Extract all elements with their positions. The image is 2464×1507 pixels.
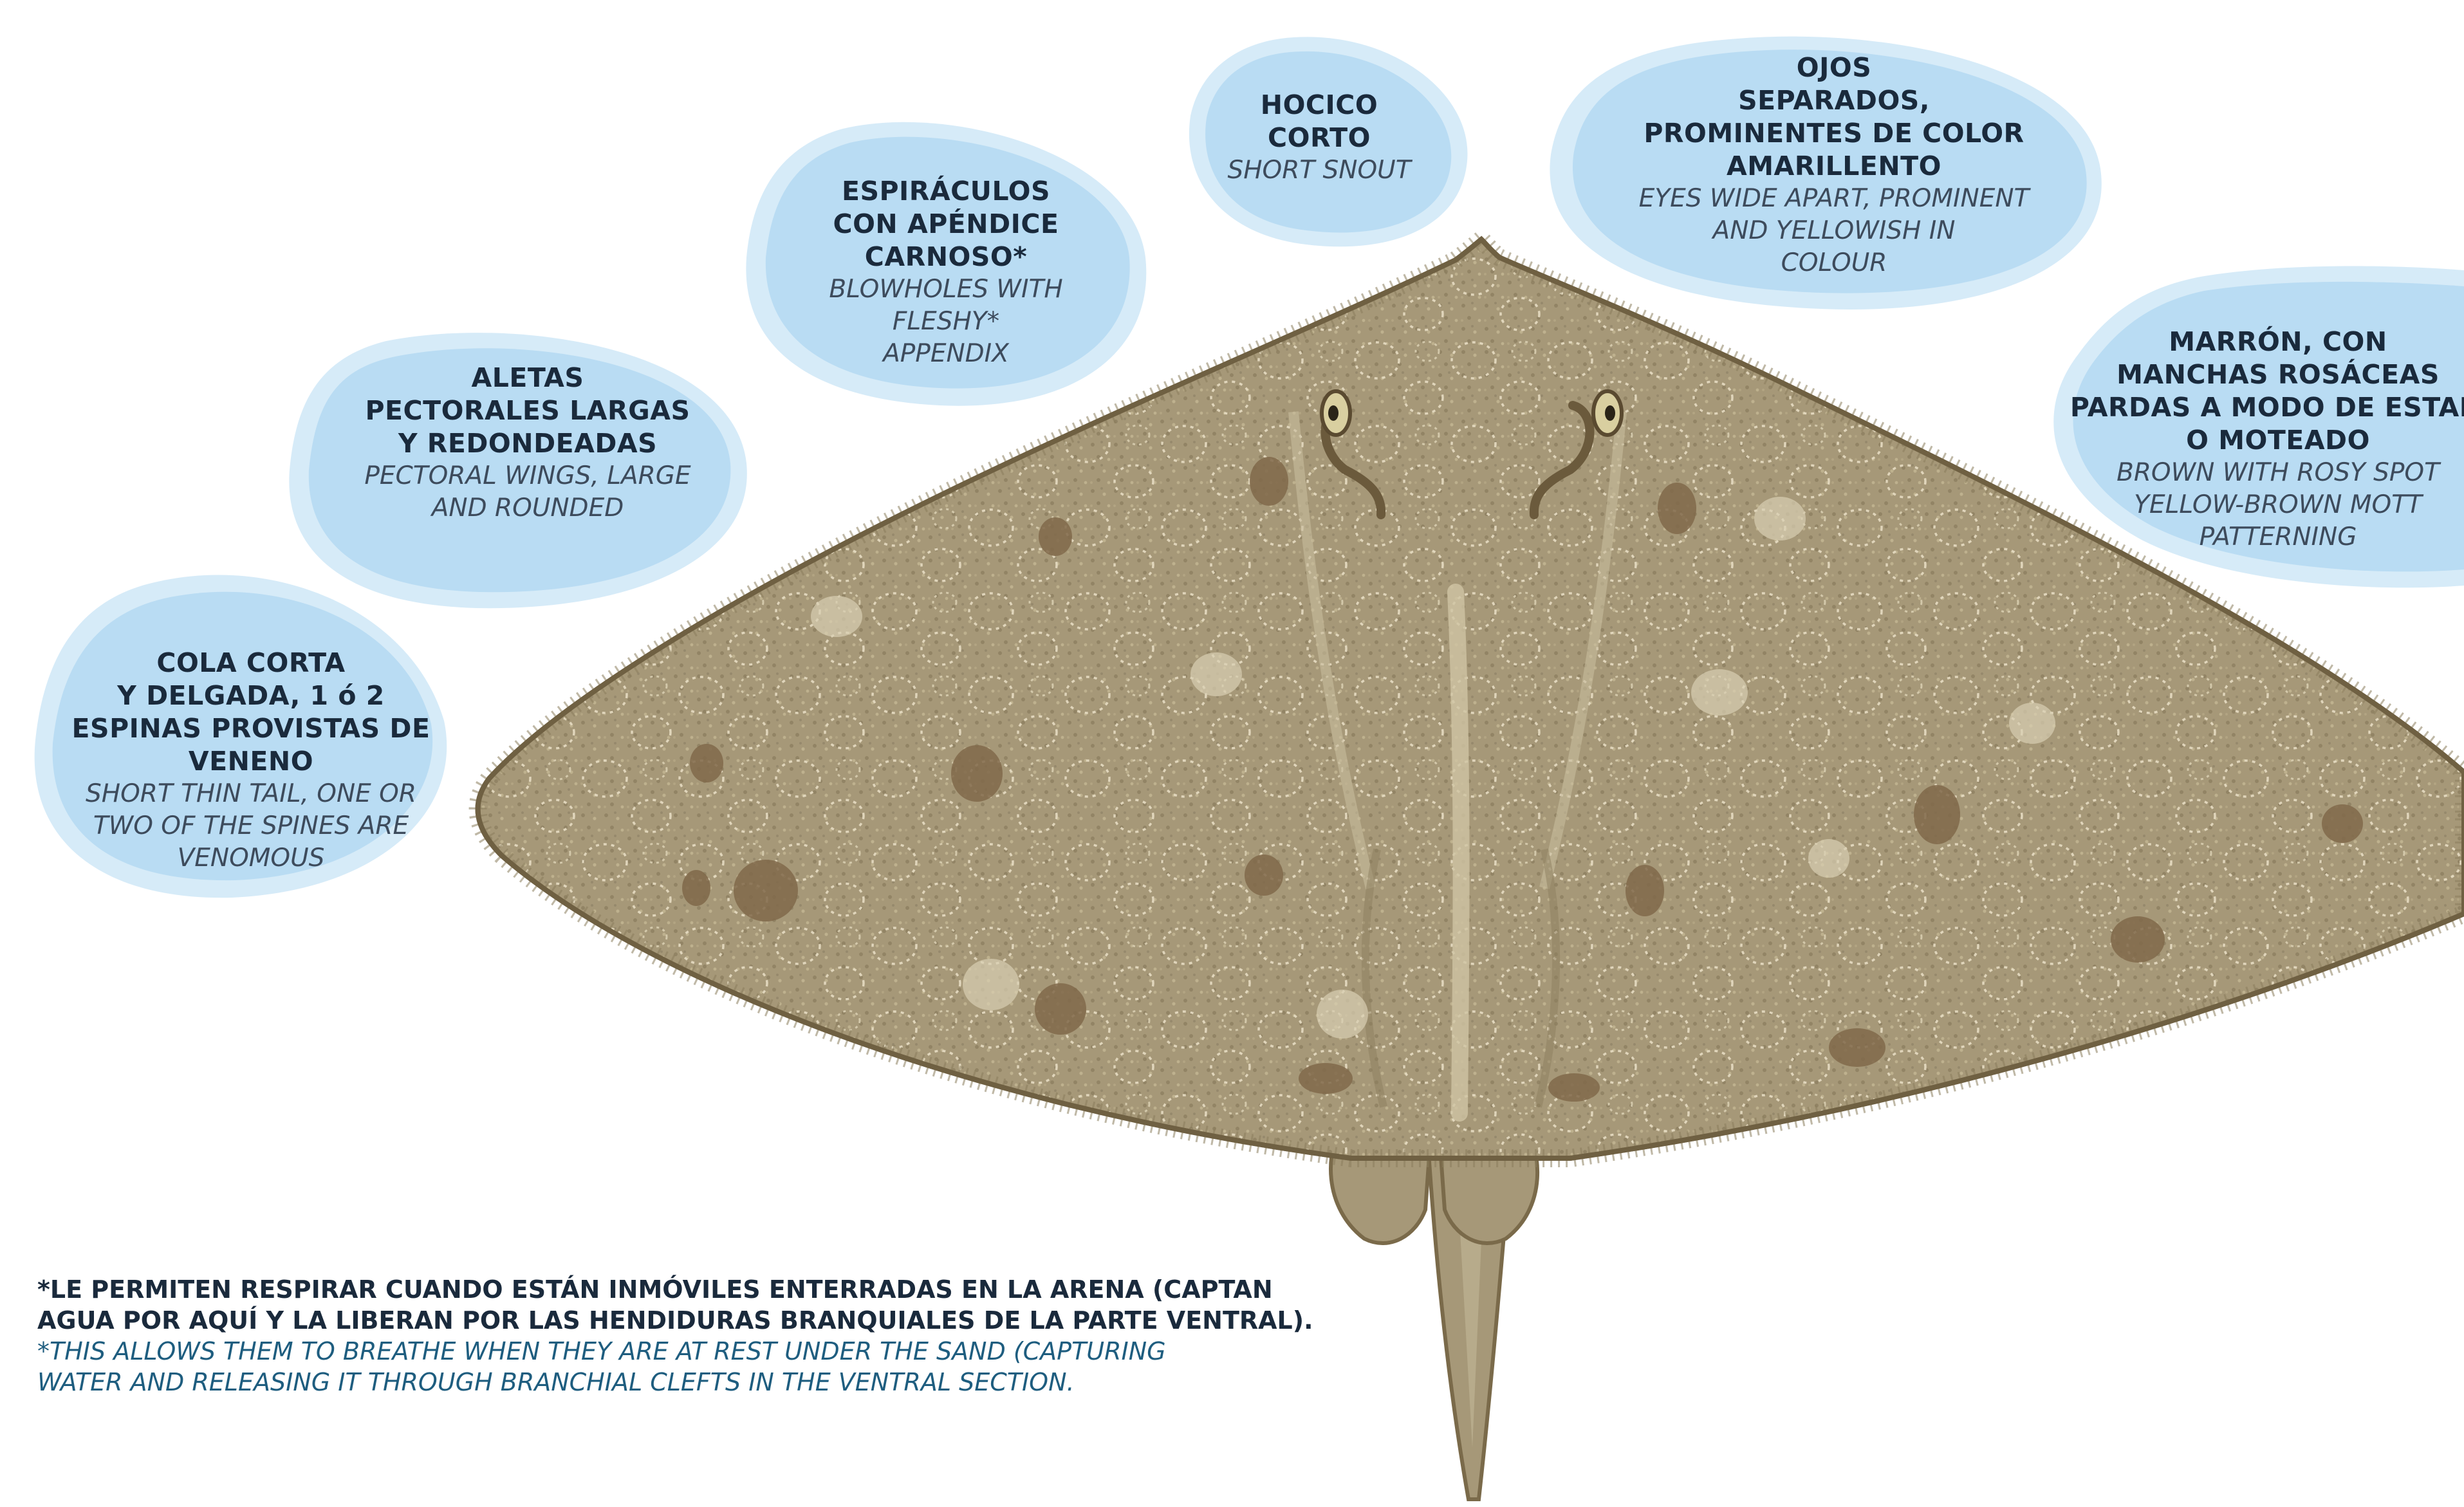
callout-eyes-es-2: SEPARADOS, (1589, 84, 2079, 117)
callout-pectoral-en-1: PECTORAL WINGS, LARGE (322, 460, 734, 492)
callout-snout-es-2: CORTO (1197, 122, 1441, 154)
callout-eyes-en-2: AND YELLOWISH IN (1589, 215, 2079, 247)
callout-pectoral-es-2: PECTORALES LARGAS (322, 394, 734, 427)
callout-eyes-en-1: EYES WIDE APART, PROMINENT (1589, 183, 2079, 215)
footnote-es-2: AGUA POR AQUÍ Y LA LIBERAN POR LAS HENDI… (37, 1305, 1453, 1336)
callout-pectoral: ALETAS PECTORALES LARGAS Y REDONDEADAS P… (322, 362, 734, 524)
callout-pectoral-en-2: AND ROUNDED (322, 492, 734, 524)
footnote-en-1: *THIS ALLOWS THEM TO BREATHE WHEN THEY A… (37, 1336, 1453, 1367)
footnote-en-2: WATER AND RELEASING IT THROUGH BRANCHIAL… (37, 1367, 1453, 1398)
callout-color-es-3: PARDAS A MODO DE ESTAM (2053, 391, 2464, 424)
callout-spiracles-en-3: APPENDIX (766, 338, 1126, 370)
callout-spiracles-en-2: FLESHY* (766, 306, 1126, 338)
callout-tail-en-1: SHORT THIN TAIL, ONE OR (51, 778, 450, 810)
callout-color: MARRÓN, CON MANCHAS ROSÁCEAS PARDAS A MO… (2053, 326, 2464, 553)
callout-tail-en-2: TWO OF THE SPINES ARE (51, 810, 450, 842)
callout-tail-es-1: COLA CORTA (51, 647, 450, 680)
callout-snout-es-1: HOCICO (1197, 89, 1441, 122)
callout-tail-en-3: VENOMOUS (51, 842, 450, 874)
callout-tail-es-2: Y DELGADA, 1 ó 2 (51, 680, 450, 712)
callout-spiracles-es-2: CON APÉNDICE (766, 208, 1126, 241)
callout-color-en-2: YELLOW-BROWN MOTT (2053, 489, 2464, 521)
callout-tail-es-3: ESPINAS PROVISTAS DE (51, 712, 450, 745)
footnote: *LE PERMITEN RESPIRAR CUANDO ESTÁN INMÓV… (37, 1274, 1453, 1398)
callout-snout-en-1: SHORT SNOUT (1197, 154, 1441, 187)
callout-color-es-4: O MOTEADO (2053, 424, 2464, 457)
callout-tail: COLA CORTA Y DELGADA, 1 ó 2 ESPINAS PROV… (51, 647, 450, 874)
callout-spiracles-en-1: BLOWHOLES WITH (766, 273, 1126, 306)
callout-eyes: OJOS SEPARADOS, PROMINENTES DE COLOR AMA… (1589, 51, 2079, 279)
callout-snout: HOCICO CORTO SHORT SNOUT (1197, 89, 1441, 187)
callout-spiracles-es-1: ESPIRÁCULOS (766, 175, 1126, 208)
callout-color-es-2: MANCHAS ROSÁCEAS (2053, 358, 2464, 391)
footnote-es-1: *LE PERMITEN RESPIRAR CUANDO ESTÁN INMÓV… (37, 1274, 1453, 1305)
callout-color-en-1: BROWN WITH ROSY SPOT (2053, 457, 2464, 489)
callout-eyes-es-4: AMARILLENTO (1589, 150, 2079, 183)
callout-pectoral-es-1: ALETAS (322, 362, 734, 394)
callout-color-es-1: MARRÓN, CON (2053, 326, 2464, 358)
callout-tail-es-4: VENENO (51, 745, 450, 778)
callout-eyes-en-3: COLOUR (1589, 247, 2079, 279)
callout-spiracles-es-3: CARNOSO* (766, 241, 1126, 273)
callout-pectoral-es-3: Y REDONDEADAS (322, 427, 734, 460)
callout-color-en-3: PATTERNING (2053, 521, 2464, 553)
callout-eyes-es-1: OJOS (1589, 51, 2079, 84)
callout-spiracles: ESPIRÁCULOS CON APÉNDICE CARNOSO* BLOWHO… (766, 175, 1126, 370)
callout-eyes-es-3: PROMINENTES DE COLOR (1589, 117, 2079, 150)
